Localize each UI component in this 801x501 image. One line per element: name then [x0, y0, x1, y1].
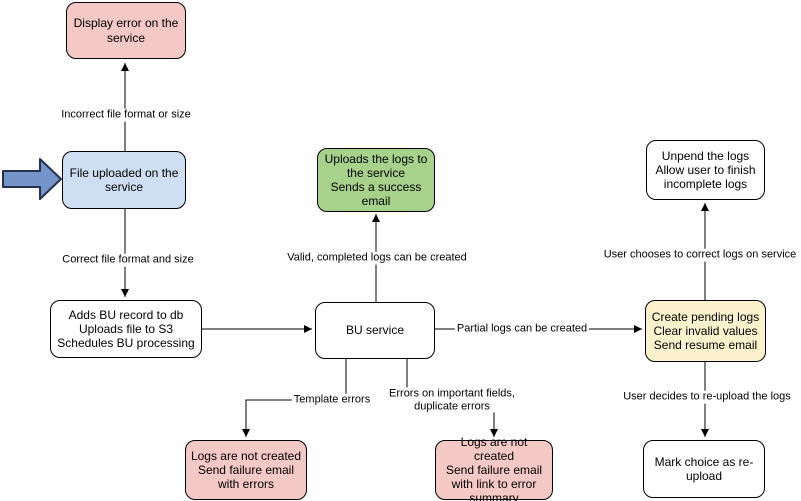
node-logs-not-created-with-errors: Logs are not created Send failure email …	[185, 440, 307, 500]
node-mark-choice-reupload: Mark choice as re- upload	[643, 440, 765, 498]
node-mark-choice-reupload-label: Mark choice as re- upload	[654, 454, 754, 483]
node-file-uploaded-label: File uploaded on the service	[69, 165, 179, 194]
node-display-error-label: Display error on the service	[73, 16, 179, 45]
edge-label-valid-completed-logs: Valid, completed logs can be created	[285, 251, 469, 265]
node-adds-bu-record: Adds BU record to db Uploads file to S3 …	[50, 300, 202, 358]
node-logs-not-created-with-errors-label: Logs are not created Send failure email …	[190, 448, 302, 492]
node-logs-not-created-error-summary-label: Logs are not created Send failure email …	[445, 434, 543, 501]
entry-right-arrow-icon	[2, 158, 62, 200]
node-create-pending-logs: Create pending logs Clear invalid values…	[645, 300, 766, 362]
edge-label-correct-file-format: Correct file format and size	[60, 253, 196, 267]
node-uploads-logs-success: Uploads the logs to the service Sends a …	[317, 148, 435, 212]
edge-label-template-errors: Template errors	[291, 393, 373, 407]
node-unpend-logs-label: Unpend the logs Allow user to finish inc…	[655, 148, 756, 192]
edge-label-incorrect-file-format: Incorrect file format or size	[59, 108, 193, 122]
node-bu-service-label: BU service	[345, 323, 404, 338]
node-adds-bu-record-label: Adds BU record to db Uploads file to S3 …	[57, 307, 195, 351]
edge-label-user-decides-reupload: User decides to re-upload the logs	[621, 390, 793, 404]
node-file-uploaded: File uploaded on the service	[62, 151, 186, 209]
node-create-pending-logs-label: Create pending logs Clear invalid values…	[651, 309, 760, 353]
node-unpend-logs: Unpend the logs Allow user to finish inc…	[646, 140, 765, 200]
node-display-error: Display error on the service	[66, 2, 186, 59]
edge-label-user-chooses-correct: User chooses to correct logs on service	[601, 248, 799, 262]
node-bu-service: BU service	[315, 302, 435, 359]
node-uploads-logs-success-label: Uploads the logs to the service Sends a …	[324, 151, 428, 209]
node-logs-not-created-error-summary: Logs are not created Send failure email …	[435, 435, 553, 501]
edge-label-errors-important-fields: Errors on important fields, duplicate er…	[387, 387, 517, 413]
edge-label-partial-logs: Partial logs can be created	[454, 322, 590, 336]
